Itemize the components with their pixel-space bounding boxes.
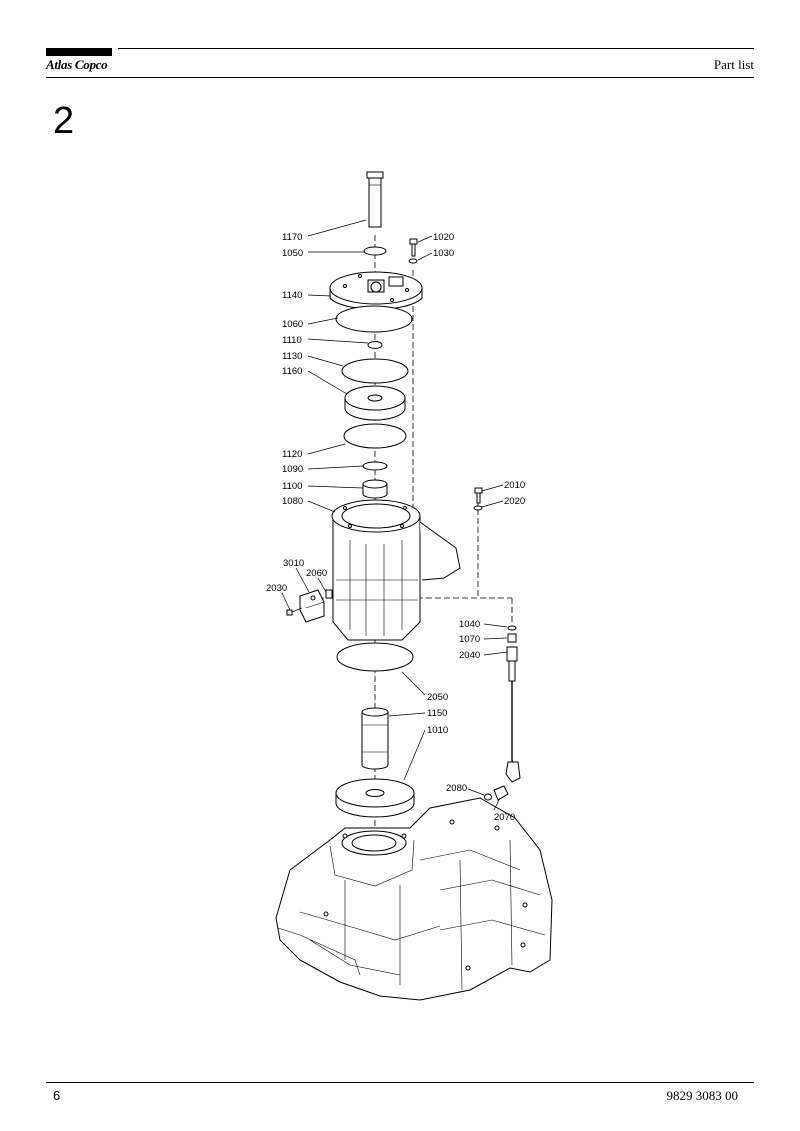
part-1110-ring: [367, 341, 383, 349]
callout-1060: 1060: [282, 319, 303, 330]
callout-2070: 2070: [494, 812, 515, 823]
part-1160-piston: [344, 385, 406, 421]
part-1170-shaft: [366, 171, 384, 228]
part-1010-plate: [335, 778, 415, 818]
part-1130-ring: [341, 358, 409, 384]
callout-1130: 1130: [282, 351, 302, 362]
logo-bar: [46, 48, 112, 56]
section-number: 2: [53, 100, 75, 142]
part-2070-elbow: [493, 785, 509, 801]
header-rule-lower: [46, 77, 754, 78]
part-2080-ring: [484, 793, 492, 801]
part-2030-screw: [286, 607, 303, 616]
callout-1170: 1170: [282, 232, 302, 243]
callout-1080: 1080: [282, 496, 303, 507]
part-1080-housing: [331, 499, 461, 641]
callout-2040: 2040: [459, 650, 480, 661]
callout-1050: 1050: [282, 248, 303, 259]
compressor-casing: [275, 797, 553, 1001]
leader-lines: [281, 219, 508, 811]
callout-1140: 1140: [282, 290, 302, 301]
part-2010-bolt: [474, 487, 483, 504]
part-1100-bushing: [362, 479, 388, 499]
callout-1090: 1090: [282, 464, 303, 475]
logo-text: Atlas Copco: [46, 57, 108, 72]
callout-1020: 1020: [433, 232, 454, 243]
part-2020-washer: [473, 505, 483, 511]
part-1120-ring: [343, 423, 407, 449]
part-1040-ring: [507, 625, 517, 631]
header-rule: [118, 48, 754, 49]
callout-3010: 3010: [283, 558, 304, 569]
callout-1160: 1160: [282, 366, 302, 377]
part-1050-ring: [363, 246, 387, 256]
part-1070-fitting: [507, 633, 517, 643]
footer-rule: [46, 1082, 754, 1083]
callout-1100: 1100: [282, 481, 302, 492]
part-1090-ring: [362, 461, 388, 471]
atlas-copco-logo: Atlas Copco: [46, 48, 112, 76]
callout-1110: 1110: [282, 335, 302, 346]
callout-1010: 1010: [427, 725, 448, 736]
callout-1030: 1030: [433, 248, 454, 259]
page-number: 6: [53, 1088, 61, 1103]
callout-2080: 2080: [446, 783, 467, 794]
part-1140-cover: [329, 271, 423, 310]
callout-2060: 2060: [306, 568, 327, 579]
callout-2010: 2010: [504, 480, 525, 491]
part-1030-washer: [408, 258, 418, 264]
header-title: Part list: [713, 57, 754, 72]
callout-2020: 2020: [504, 496, 525, 507]
callout-2030: 2030: [266, 583, 287, 594]
document-number: 9829 3083 00: [666, 1088, 739, 1103]
callout-1040: 1040: [459, 619, 480, 630]
part-2050-gasket: [336, 642, 414, 672]
part-2040-hose: [505, 646, 521, 783]
part-1020-bolt: [409, 238, 418, 257]
callout-1150: 1150: [427, 708, 447, 719]
part-2060-fitting: [325, 589, 333, 599]
part-1060-gasket: [335, 305, 413, 333]
part-3010-solenoid: [299, 589, 325, 623]
callout-1120: 1120: [282, 449, 302, 460]
part-1150-sleeve: [361, 707, 389, 770]
callout-1070: 1070: [459, 634, 480, 645]
callout-2050: 2050: [427, 692, 448, 703]
callout-labels: 1170 1050 1020 1030 1140 1060 1110 1130 …: [266, 232, 525, 823]
